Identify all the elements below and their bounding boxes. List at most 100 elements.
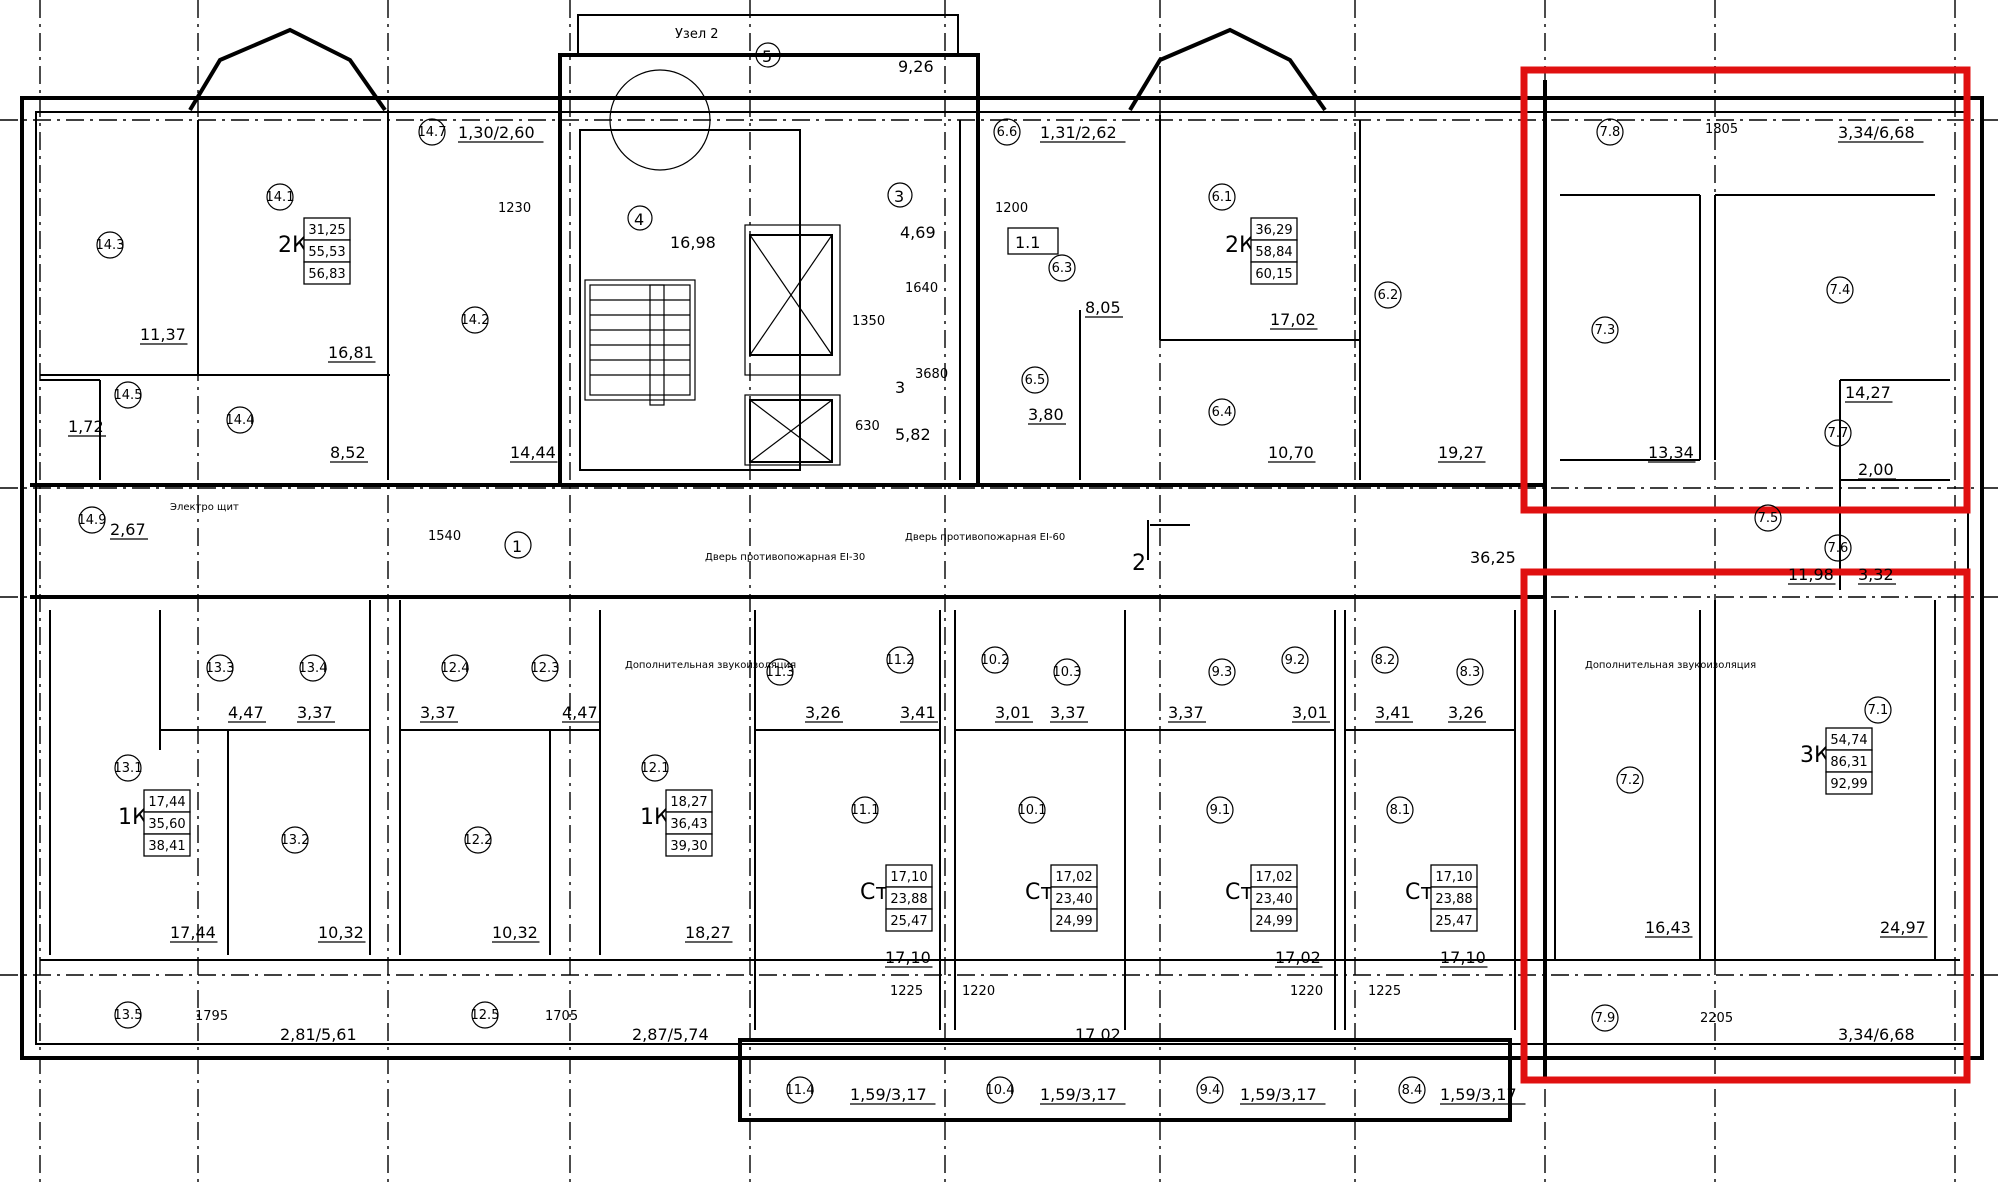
apartment-living: 17,10 <box>890 870 927 885</box>
room-id: 7.1 <box>1868 703 1889 718</box>
marker-1-1: 1.1 <box>1015 233 1040 252</box>
apartment-gross: 60,15 <box>1255 267 1292 282</box>
room-id: 7.6 <box>1828 541 1849 556</box>
apartment-type: Ст <box>1025 880 1053 905</box>
hall3-label: 3 <box>894 187 904 206</box>
apartment-cell <box>885 908 933 932</box>
room-area: 2,00 <box>1858 460 1894 479</box>
dim-1225b: 1225 <box>1368 984 1401 999</box>
corridor-area: 36,25 <box>1470 548 1516 567</box>
room-id: 9.1 <box>1210 803 1231 818</box>
staircase <box>589 69 711 406</box>
room-id: 7.3 <box>1595 323 1616 338</box>
top-partitions <box>40 110 1950 590</box>
room-tag-circle <box>981 646 1009 674</box>
room-labels: 14.311,3714.116,8114.214,4414.48,5214.51… <box>68 118 1928 1105</box>
room-id: 8.2 <box>1375 653 1396 668</box>
room-id: 14.5 <box>114 388 143 403</box>
apartment-type: 2К <box>1225 233 1255 258</box>
room-area: 2,67 <box>110 520 146 539</box>
dim-1795: 1795 <box>195 1009 228 1024</box>
room-area: 10,70 <box>1268 443 1314 462</box>
room-tag-circle <box>281 826 309 854</box>
room-area: 17,02 <box>1075 1025 1121 1044</box>
dim-1350: 1350 <box>852 314 885 329</box>
apartment-gross: 39,30 <box>670 839 707 854</box>
room-tag-circle <box>1616 766 1644 794</box>
room-area: 3,41 <box>1375 703 1411 722</box>
apartment-cell <box>1430 908 1478 932</box>
room-tag-circle <box>471 1001 499 1029</box>
apartment-tables: 2К31,2555,5356,832К36,2958,8460,153К54,7… <box>118 217 1873 932</box>
room-id: 6.2 <box>1378 288 1399 303</box>
apartment-total: 86,31 <box>1830 755 1867 770</box>
room-tag-circle <box>1398 1076 1426 1104</box>
room-tag-circle <box>266 183 294 211</box>
room-tag-circle <box>1208 183 1236 211</box>
apartment-gross: 24,99 <box>1255 914 1292 929</box>
bottom-partitions <box>40 600 1960 1030</box>
room-id: 10.2 <box>981 653 1010 668</box>
apartment-living: 17,02 <box>1255 870 1292 885</box>
room-area: 16,43 <box>1645 918 1691 937</box>
apartment-cell <box>1250 908 1298 932</box>
room-tag-circle <box>226 406 254 434</box>
room-id: 7.2 <box>1620 773 1641 788</box>
lift-shafts <box>749 234 833 463</box>
room-area: 17,44 <box>170 923 216 942</box>
apartment-living: 31,25 <box>308 223 345 238</box>
room-id: 7.9 <box>1595 1011 1616 1026</box>
room-id: 11.2 <box>886 653 915 668</box>
room-area: 14,27 <box>1845 383 1891 402</box>
room-tag-circle <box>1053 658 1081 686</box>
apartment-total: 58,84 <box>1255 245 1292 260</box>
room-area: 4,47 <box>228 703 264 722</box>
room-id: 7.8 <box>1600 125 1621 140</box>
room-id: 10.1 <box>1018 803 1047 818</box>
firedoor-ei60: Дверь противопожарная EI-60 <box>905 532 1065 543</box>
room-tag-circle <box>96 231 124 259</box>
room-tag-circle <box>114 754 142 782</box>
room-id: 13.2 <box>281 833 310 848</box>
apartment-total: 55,53 <box>308 245 345 260</box>
apartment-living: 18,27 <box>670 795 707 810</box>
room-id: 9.2 <box>1285 653 1306 668</box>
dim-1220b: 1220 <box>1290 984 1323 999</box>
apartment-gross: 24,99 <box>1055 914 1092 929</box>
room-id: 13.3 <box>206 661 235 676</box>
room-id: 8.1 <box>1390 803 1411 818</box>
room-area: 1,59/3,17 <box>850 1085 927 1104</box>
apartment-living: 54,74 <box>1830 733 1867 748</box>
dim-1220a: 1220 <box>962 984 995 999</box>
room-tag-circle <box>1456 658 1484 686</box>
room-id: 6.3 <box>1052 261 1073 276</box>
node-label: Узел 2 <box>675 27 719 42</box>
apartment-cell <box>1250 261 1298 285</box>
room-id: 10.4 <box>986 1083 1015 1098</box>
apartment-cell <box>1825 771 1873 795</box>
outer-walls <box>20 14 1984 1122</box>
room-tag-circle <box>1754 504 1782 532</box>
general-labels: Узел 2 5 9,26 4 16,98 3 4,69 3 5,82 1 36… <box>170 27 1756 1026</box>
room-tag-circle <box>1824 534 1852 562</box>
room-area: 1,59/3,17 <box>1440 1085 1517 1104</box>
room-tag-circle <box>464 826 492 854</box>
room-tag-circle <box>786 1076 814 1104</box>
room-id: 13.4 <box>299 661 328 676</box>
room-id: 12.5 <box>471 1008 500 1023</box>
dim-1640: 1640 <box>905 281 938 296</box>
room-area: 3,01 <box>1292 703 1328 722</box>
apartment-living: 36,29 <box>1255 223 1292 238</box>
dim-1225a: 1225 <box>890 984 923 999</box>
room-area: 13,34 <box>1648 443 1694 462</box>
room-area: 3,41 <box>900 703 936 722</box>
room-id: 14.9 <box>78 513 107 528</box>
apartment-type: 3К <box>1800 743 1830 768</box>
apartment-cell <box>303 261 351 285</box>
room-area: 1,59/3,17 <box>1240 1085 1317 1104</box>
room-area: 3,01 <box>995 703 1031 722</box>
